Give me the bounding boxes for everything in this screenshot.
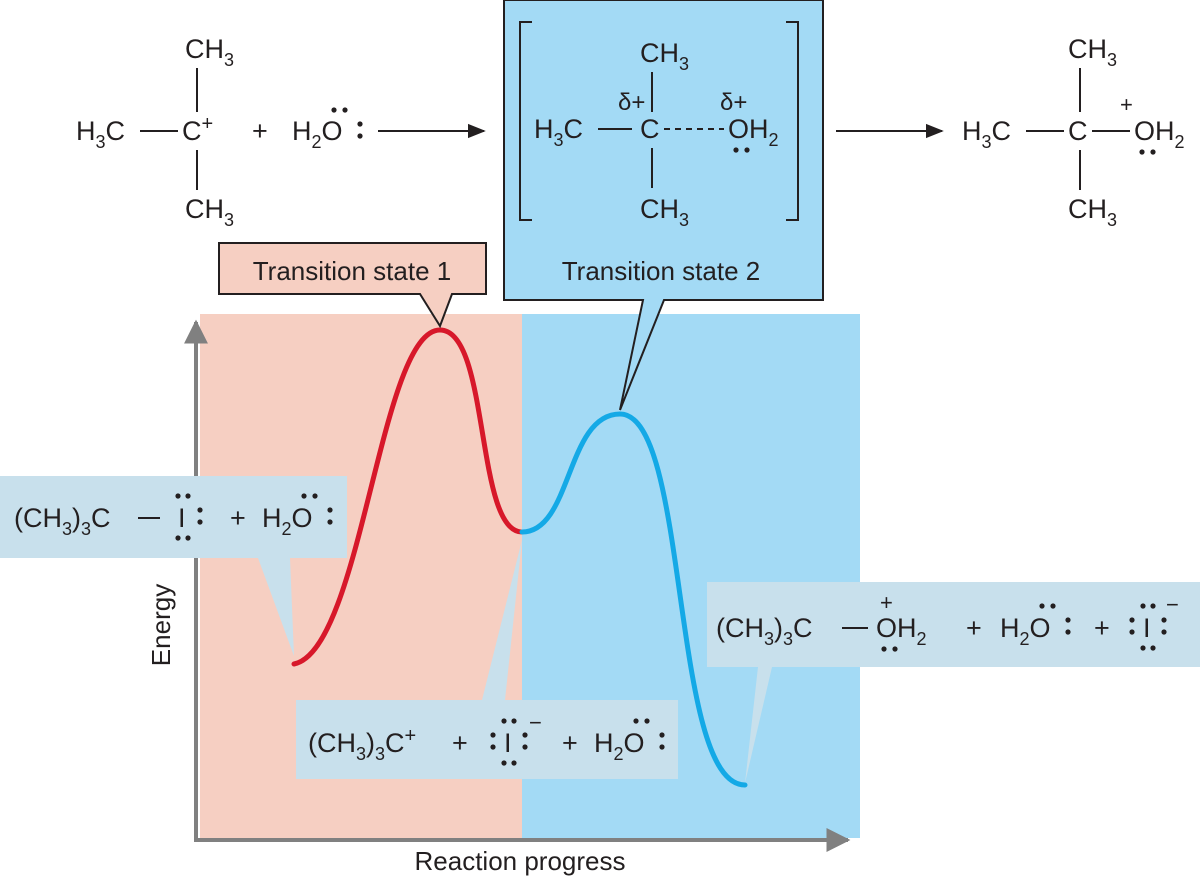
water-formula: H2O xyxy=(292,116,343,152)
ts1-callout: Transition state 1 xyxy=(218,242,487,329)
svg-text:δ+: δ+ xyxy=(720,89,747,116)
svg-text:OH2: OH2 xyxy=(1134,116,1185,152)
product-oxonium: CH3 H3C C + OH2 CH3 xyxy=(962,34,1185,230)
carbocation-formula: (CH3)3C+ xyxy=(308,725,416,764)
svg-text:C: C xyxy=(640,114,660,144)
reactant-formula: (CH3)3C xyxy=(14,503,111,539)
svg-text:H3C: H3C xyxy=(76,116,125,152)
svg-text:+: + xyxy=(252,116,268,146)
svg-text:C+: C+ xyxy=(182,113,213,146)
transition-state-structure: CH3 δ+ H3C C δ+ OH2 CH3 xyxy=(519,21,799,230)
reactant-carbocation: CH3 H3C C+ CH3 + H2O xyxy=(76,34,363,230)
iodide-atom: I xyxy=(1143,613,1151,643)
svg-text:+: + xyxy=(452,728,468,758)
svg-text:−: − xyxy=(529,710,542,735)
svg-text:+: + xyxy=(230,503,246,533)
svg-text:+: + xyxy=(562,728,578,758)
water-formula: H2O xyxy=(594,728,645,764)
iodide-atom: I xyxy=(504,728,512,758)
energy-curve-stage1 xyxy=(291,327,525,667)
svg-text:+: + xyxy=(1094,613,1110,643)
svg-text:+: + xyxy=(1120,92,1133,117)
energy-curve-stage2 xyxy=(519,411,748,788)
oxonium-formula: (CH3)3C xyxy=(716,613,813,649)
svg-text:CH3: CH3 xyxy=(185,34,234,70)
svg-text:H3C: H3C xyxy=(962,116,1011,152)
svg-text:CH3: CH3 xyxy=(185,194,234,230)
x-axis-label: Reaction progress xyxy=(415,846,626,876)
y-axis-label: Energy xyxy=(146,584,176,666)
svg-text:OH2: OH2 xyxy=(876,613,927,649)
svg-text:C: C xyxy=(1068,116,1088,146)
iodine-atom: I xyxy=(178,503,186,533)
svg-text:+: + xyxy=(966,613,982,643)
product-box: (CH3)3C + OH2 + H2O + I − xyxy=(707,582,1200,783)
svg-text:CH3: CH3 xyxy=(640,38,689,74)
ts2-label: Transition state 2 xyxy=(562,256,760,286)
ts1-label: Transition state 1 xyxy=(253,256,451,286)
reactant-box: (CH3)3C I + H2O xyxy=(0,476,347,656)
svg-text:OH2: OH2 xyxy=(728,114,779,150)
water-formula: H2O xyxy=(262,503,313,539)
svg-text:+: + xyxy=(880,590,893,615)
svg-text:CH3: CH3 xyxy=(640,194,689,230)
water-formula: H2O xyxy=(1000,613,1051,649)
svg-text:CH3: CH3 xyxy=(1068,194,1117,230)
intermediate-box: (CH3)3C+ + I − + H2O xyxy=(296,540,678,779)
svg-text:−: − xyxy=(1166,592,1179,617)
ts2-callout: Transition state 2 xyxy=(503,0,824,411)
svg-text:H3C: H3C xyxy=(534,114,583,150)
svg-text:δ+: δ+ xyxy=(618,89,645,116)
svg-text:CH3: CH3 xyxy=(1068,34,1117,70)
